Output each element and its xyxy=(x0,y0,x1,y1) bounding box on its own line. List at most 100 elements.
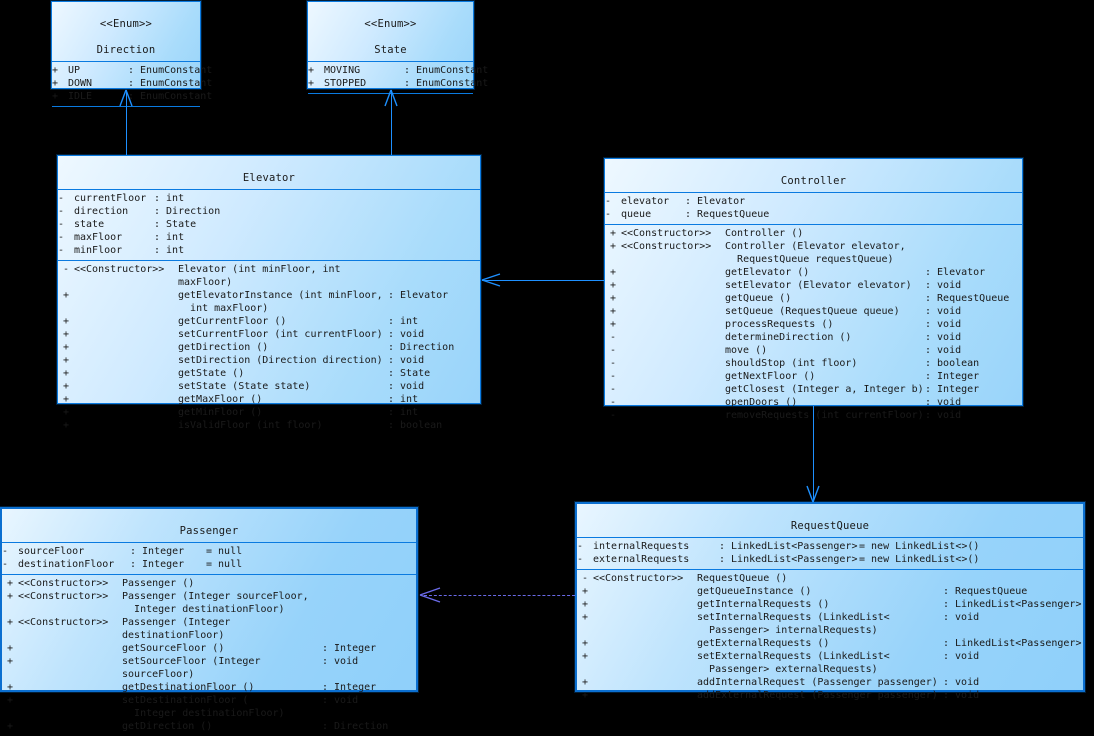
operation-return-type: : void xyxy=(943,690,980,701)
class-box-elevator[interactable]: Elevator -currentFloor: int-direction: D… xyxy=(57,155,481,431)
operation-row: -removeRequests (int currentFloor): void xyxy=(605,409,1022,422)
visibility-marker: + xyxy=(62,329,70,340)
visibility-marker: - xyxy=(609,358,617,369)
visibility-marker: + xyxy=(609,280,617,291)
visibility-marker: + xyxy=(62,355,70,366)
operation-row: +getDestinationFloor (): Integer xyxy=(2,681,416,694)
operation-signature: isValidFloor (int floor) xyxy=(178,420,323,431)
operation-return-type: : void xyxy=(925,397,962,408)
connector-controller-elevator xyxy=(482,280,604,281)
operation-signature: getClosest (Integer a, Integer b) xyxy=(725,384,924,395)
operation-row: +getElevator (): Elevator xyxy=(605,266,1022,279)
operation-signature: move () xyxy=(725,345,768,356)
visibility-marker: + xyxy=(581,638,589,649)
operation-signature: shouldStop (int floor) xyxy=(725,358,858,369)
operation-row: +setDirection (Direction direction): voi… xyxy=(58,354,480,367)
operation-row: +getMaxFloor (): int xyxy=(58,393,480,406)
visibility-marker: - xyxy=(58,193,65,204)
operation-row: -<<Constructor>>RequestQueue () xyxy=(577,572,1083,585)
operation-row: +getInternalRequests (): LinkedList<Pass… xyxy=(577,598,1083,611)
operation-return-type: : Integer xyxy=(925,371,980,382)
operation-signature: addExternalRequest (Passenger passenger) xyxy=(697,690,938,701)
attribute-row: -internalRequests: LinkedList<Passenger>… xyxy=(577,540,1083,553)
operation-signature: setInternalRequests (LinkedList< Passeng… xyxy=(697,612,890,636)
arrowhead-direction xyxy=(119,89,133,107)
attribute-name: externalRequests xyxy=(593,554,690,565)
attribute-type: : EnumConstant xyxy=(128,65,213,76)
visibility-marker: - xyxy=(609,397,617,408)
operation-row: +getMinFloor (): int xyxy=(58,406,480,419)
operation-row: - shouldStop (int floor) : boolean xyxy=(605,357,1022,370)
operation-return-type: : Elevator xyxy=(925,267,986,278)
operation-row: +getState (): State xyxy=(58,367,480,380)
operation-return-type: : void xyxy=(925,319,962,330)
class-title-elevator: Elevator xyxy=(58,156,480,190)
attribute-row: -maxFloor: int xyxy=(58,231,480,244)
operation-row: +<<Constructor>>Controller () xyxy=(605,227,1022,240)
attribute-type: : Elevator xyxy=(685,196,746,207)
visibility-marker: - xyxy=(58,219,65,230)
arrowhead-passenger xyxy=(419,587,441,603)
attribute-type: : Direction xyxy=(154,206,221,217)
visibility-marker: + xyxy=(6,721,14,732)
visibility-marker: + xyxy=(308,78,315,89)
class-name-elevator: Elevator xyxy=(242,172,296,184)
operation-signature: determineDirection () xyxy=(725,332,852,343)
operation-row: -<<Constructor>> Elevator (int minFloor, … xyxy=(58,263,480,289)
operation-signature: removeRequests (int currentFloor) xyxy=(725,410,924,421)
class-box-passenger[interactable]: Passenger -sourceFloor: Integer= null-de… xyxy=(0,507,418,732)
class-box-state[interactable]: <<Enum>> State +MOVING: EnumConstant+STO… xyxy=(307,1,488,94)
attribute-row: +DOWN: EnumConstant xyxy=(52,77,212,90)
class-box-controller[interactable]: Controller -elevator: Elevator-queue: Re… xyxy=(604,158,1023,421)
operation-return-type: : Integer xyxy=(322,682,377,693)
visibility-marker: + xyxy=(6,643,14,654)
operation-return-type: : int xyxy=(388,316,419,327)
attribute-name: state xyxy=(74,219,105,230)
operation-return-type: : Direction xyxy=(388,342,455,353)
visibility-marker: + xyxy=(581,599,589,610)
operation-stereotype: <<Constructor>> xyxy=(74,264,165,275)
visibility-marker: + xyxy=(581,586,589,597)
attribute-default xyxy=(244,244,480,257)
class-box-requestqueue[interactable]: RequestQueue -internalRequests: LinkedLi… xyxy=(575,502,1085,701)
operations-requestqueue: -<<Constructor>>RequestQueue ()+getQueue… xyxy=(577,570,1083,705)
attribute-row: -elevator: Elevator xyxy=(605,195,1022,208)
operation-return-type: : void xyxy=(322,695,359,706)
visibility-marker: + xyxy=(62,420,70,431)
operation-signature: RequestQueue () xyxy=(697,573,788,584)
operation-return-type: : void xyxy=(925,306,962,317)
operation-signature: setState (State state) xyxy=(178,381,311,392)
attribute-default xyxy=(244,231,480,244)
operation-row: +setState (State state): void xyxy=(58,380,480,393)
operation-row: +setExternalRequests (LinkedList< Passen… xyxy=(577,650,1083,676)
visibility-marker: + xyxy=(62,407,70,418)
operation-signature: getElevatorInstance (int minFloor, int m… xyxy=(178,290,383,314)
class-box-direction[interactable]: <<Enum>> Direction +UP: EnumConstant+DOW… xyxy=(51,1,212,107)
class-title-controller: Controller xyxy=(605,159,1022,193)
visibility-marker: + xyxy=(609,241,617,252)
operation-row: +getSourceFloor (): Integer xyxy=(2,642,416,655)
operation-row: +setElevator (Elevator elevator): void xyxy=(605,279,1022,292)
visibility-marker: + xyxy=(609,306,617,317)
visibility-marker: - xyxy=(62,264,70,275)
operation-signature: Elevator (int minFloor, int maxFloor) xyxy=(178,264,347,288)
operation-stereotype: <<Constructor>> xyxy=(621,241,712,252)
visibility-marker: - xyxy=(609,332,617,343)
operation-row: +getCurrentFloor (): int xyxy=(58,315,480,328)
operation-return-type: : boolean xyxy=(388,420,443,431)
operation-return-type: : Elevator xyxy=(388,290,449,301)
attributes-elevator: -currentFloor: int-direction: Direction-… xyxy=(58,190,480,261)
attribute-type: : LinkedList<Passenger> xyxy=(719,541,858,552)
attribute-default xyxy=(244,205,480,218)
operation-return-type: : boolean xyxy=(925,358,980,369)
attribute-row: -minFloor: int xyxy=(58,244,480,257)
attribute-type: : EnumConstant xyxy=(128,91,213,102)
operations-passenger: +<<Constructor>>Passenger ()+<<Construct… xyxy=(2,575,416,736)
operation-return-type: : void xyxy=(943,612,980,623)
operation-row: +getQueue (): RequestQueue xyxy=(605,292,1022,305)
attribute-type: : int xyxy=(154,232,185,243)
visibility-marker: - xyxy=(58,232,65,243)
operation-signature: setSourceFloor (Integer sourceFloor) xyxy=(122,656,267,680)
operation-signature: openDoors () xyxy=(725,397,798,408)
